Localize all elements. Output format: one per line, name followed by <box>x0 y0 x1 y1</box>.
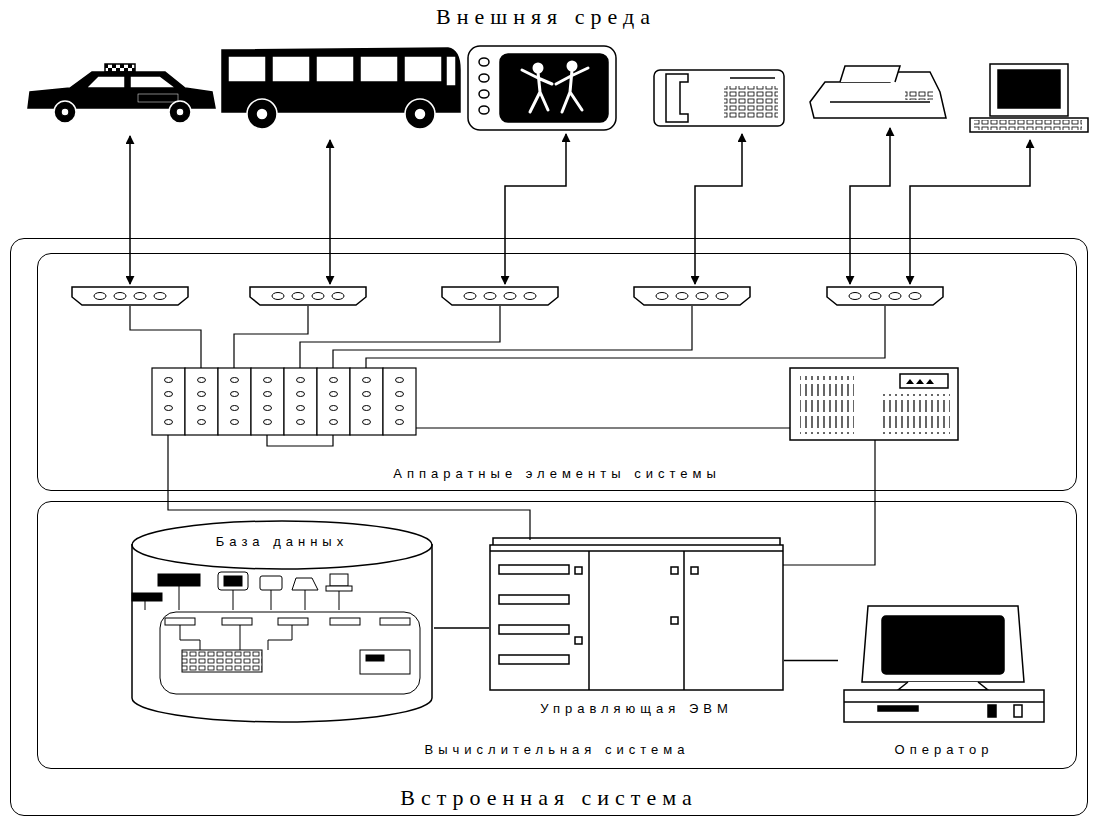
cylinder-outline <box>130 520 434 724</box>
system-band: Встроенная система Аппаратные элементы си… <box>10 238 1088 816</box>
control-computer: Управляющая ЭВМ <box>489 537 784 719</box>
node-label: Оператор <box>892 742 997 758</box>
computer-drawing <box>838 602 1050 726</box>
node-label: Аппаратные элементы системы <box>390 466 723 482</box>
node-label: Встроенная система <box>397 785 701 811</box>
connector-line <box>784 660 838 661</box>
computing-band: Вычислительная система База данныхУправля… <box>37 501 1077 769</box>
connector-line <box>434 627 489 628</box>
hardware-band: Аппаратные элементы системы <box>37 253 1077 491</box>
cabinet-drawing <box>489 537 784 692</box>
database-cylinder: База данных <box>130 520 434 724</box>
operator-terminal: Оператор <box>838 602 1050 760</box>
node-label: Вычислительная система <box>422 742 693 758</box>
diagram-title: Внешняя среда <box>433 4 659 30</box>
node-label: База данных <box>213 534 351 550</box>
node-label: Управляющая ЭВМ <box>537 701 736 717</box>
